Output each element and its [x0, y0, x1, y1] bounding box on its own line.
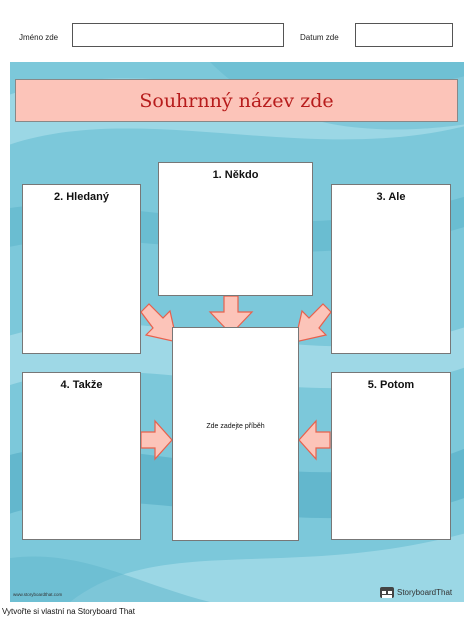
header: Jméno zde Datum zde: [0, 0, 474, 60]
card-but-label: 3. Ale: [376, 191, 406, 203]
summary-title: Souhrnný název zde: [139, 89, 334, 112]
card-then[interactable]: 5. Potom: [331, 372, 451, 540]
logo-text: StoryboardThat: [397, 587, 453, 597]
card-wanted[interactable]: 2. Hledaný: [22, 184, 141, 354]
card-so-label: 4. Takže: [60, 379, 103, 391]
storyboardthat-logo[interactable]: StoryboardThat: [380, 585, 460, 599]
name-label: Jméno zde: [19, 33, 59, 42]
date-label: Datum zde: [300, 33, 339, 42]
date-field[interactable]: [355, 23, 453, 47]
name-field[interactable]: [72, 23, 284, 47]
footer-caption[interactable]: Vytvořte si vlastní na Storyboard That: [2, 607, 135, 616]
storyboardthat-logo-icon: [380, 586, 394, 598]
card-story-center[interactable]: Zde zadejte příběh: [172, 327, 299, 541]
card-then-label: 5. Potom: [367, 379, 415, 391]
card-someone-label: 1. Někdo: [212, 169, 259, 181]
card-but[interactable]: 3. Ale: [331, 184, 451, 354]
card-wanted-label: 2. Hledaný: [53, 191, 110, 203]
worksheet: Jméno zde Datum zde Souhrnný název zde: [0, 0, 474, 602]
story-placeholder-text: Zde zadejte příběh: [206, 423, 265, 430]
card-someone[interactable]: 1. Někdo: [158, 162, 313, 296]
footer-url[interactable]: www.storyboardthat.com: [13, 592, 63, 597]
summary-title-box[interactable]: Souhrnný název zde: [15, 79, 458, 122]
card-so[interactable]: 4. Takže: [22, 372, 141, 540]
